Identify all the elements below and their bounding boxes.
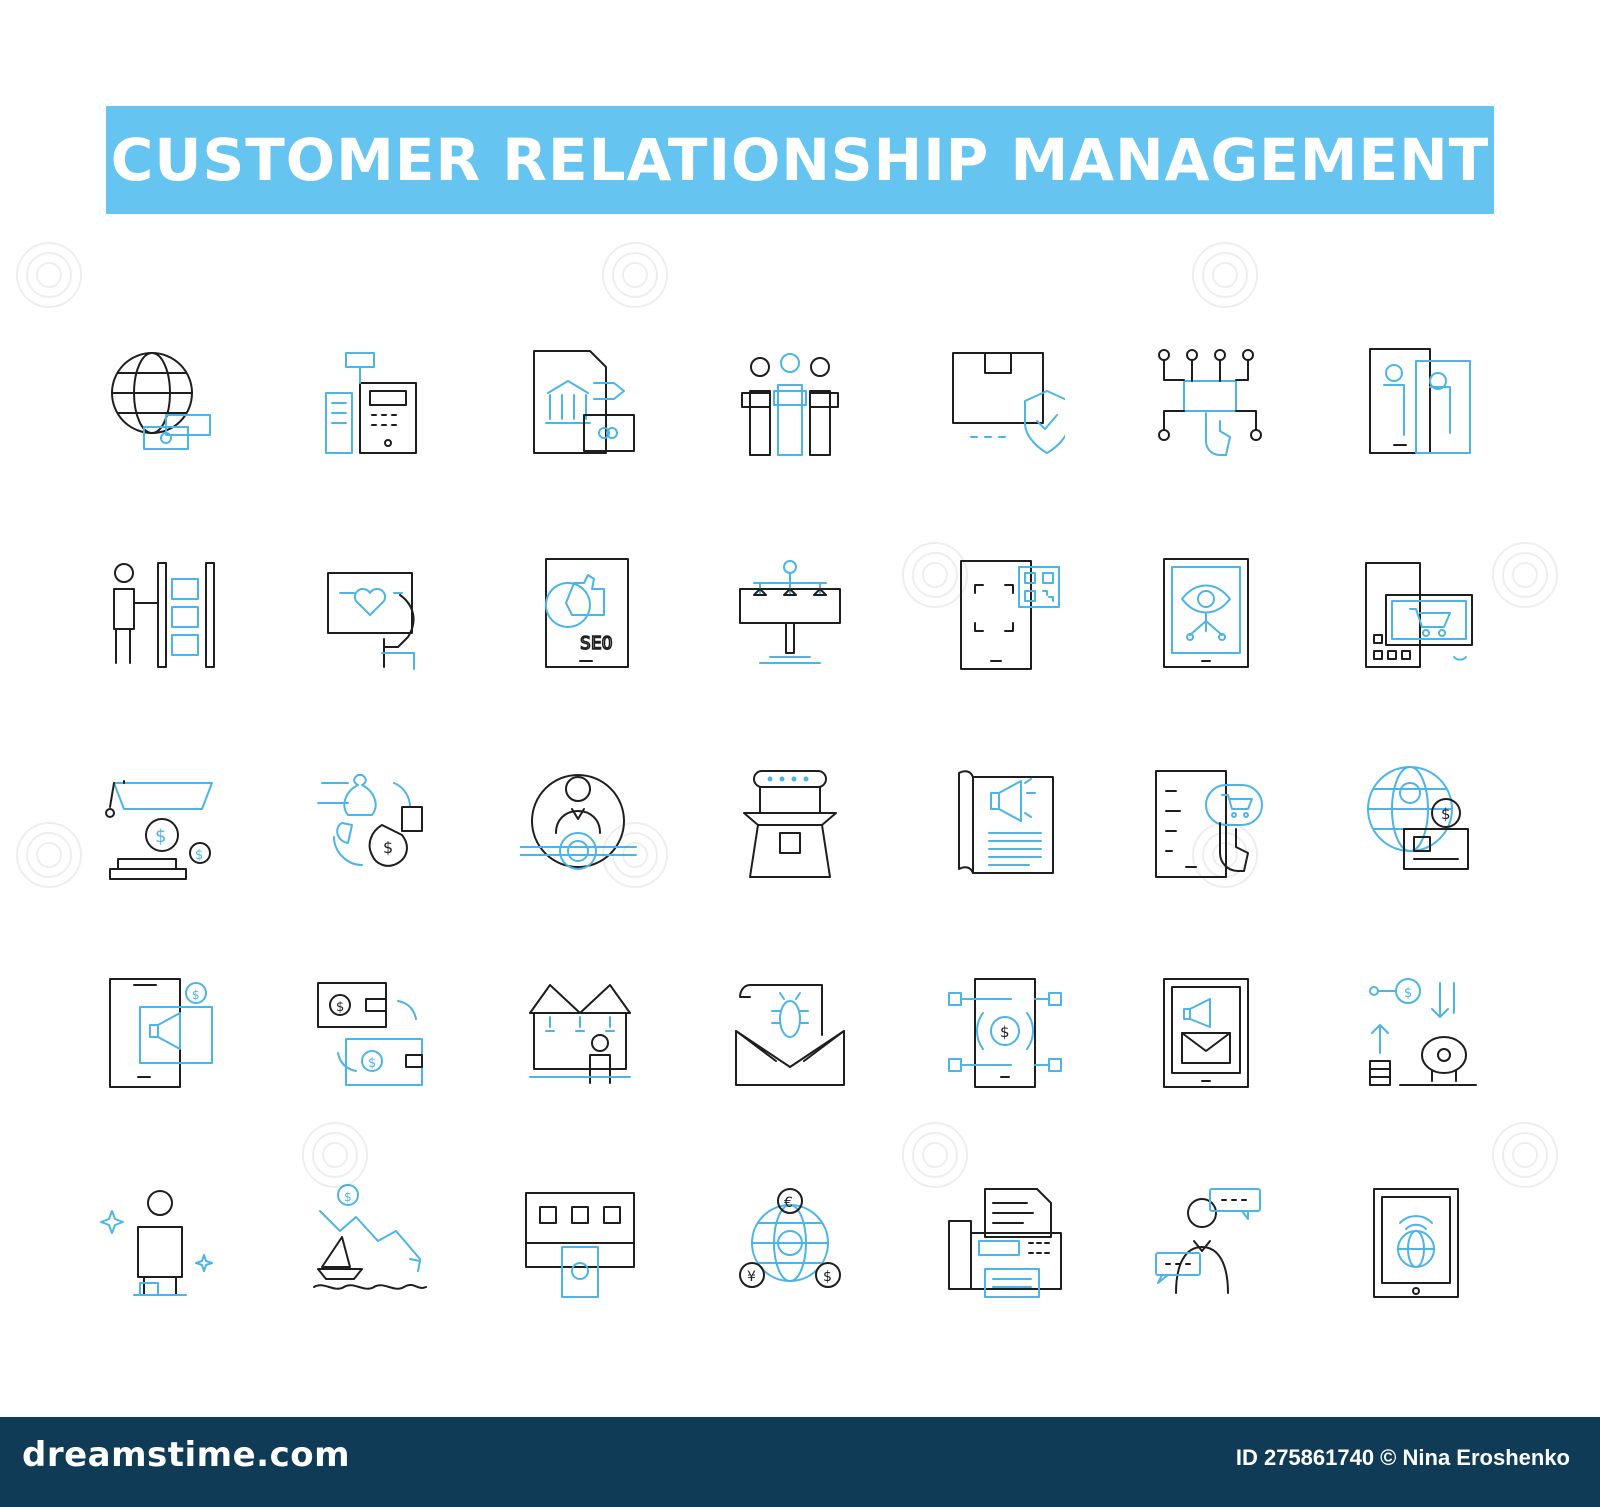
watermark-spiral-icon	[1490, 540, 1560, 610]
watermark-spiral-icon	[900, 540, 970, 610]
businessman-target-icon	[520, 763, 640, 883]
globe-money-icon	[100, 343, 220, 463]
watermark-spiral-icon	[1190, 240, 1260, 310]
team-workers-icon	[730, 343, 850, 463]
boat-falling-chart-icon: $	[310, 1183, 430, 1303]
page-title: CUSTOMER RELATIONSHIP MANAGEMENT	[110, 126, 1490, 194]
globe-dollar-card-icon: $	[1360, 763, 1480, 883]
footer-bar: dreamstime.com ID 275861740 © Nina Erosh…	[0, 1417, 1600, 1507]
megaphone-document-icon	[945, 763, 1065, 883]
mobile-people-icon	[1360, 343, 1480, 463]
watermark-spiral-icon	[14, 820, 84, 890]
svg-text:$: $	[344, 1190, 352, 1204]
phone-cart-touch-icon	[1150, 763, 1270, 883]
monitor-cash-icon	[520, 1183, 640, 1303]
watermark-spiral-icon	[600, 240, 670, 310]
coins-piggy-bank-icon: $	[1360, 973, 1480, 1093]
card-touch-network-icon	[1150, 343, 1270, 463]
icon-grid: SEO$$$$$$$$$$€¥$	[14, 240, 1560, 1303]
person-sparkle-icon	[100, 1183, 220, 1303]
watermark-spiral-icon	[14, 240, 84, 310]
svg-text:$: $	[368, 1056, 376, 1071]
wallet-transfer-icon: $$	[310, 973, 430, 1093]
seo-tablet-icon: SEO	[520, 553, 640, 673]
cash-register-icon	[310, 343, 430, 463]
watermark-spiral-icon	[900, 1120, 970, 1190]
person-chat-icon	[1150, 1183, 1270, 1303]
image-credit: ID 275861740 © Nina Eroshenko	[1235, 1445, 1570, 1470]
svg-text:¥: ¥	[747, 1269, 756, 1285]
svg-text:$: $	[1000, 1023, 1010, 1041]
svg-text:$: $	[155, 826, 166, 847]
heart-card-hand-icon	[310, 553, 430, 673]
qr-code-phone-icon	[945, 553, 1065, 673]
phone-megaphone-icon: $	[100, 973, 220, 1093]
svg-text:$: $	[195, 848, 203, 863]
svg-text:€: €	[784, 1195, 793, 1211]
watermark-spiral-icon	[600, 820, 670, 890]
svg-text:$: $	[823, 1269, 832, 1285]
tablet-megaphone-mail-icon	[1150, 973, 1270, 1093]
billboard-lights-icon	[730, 553, 850, 673]
warehouse-worker-icon	[100, 553, 220, 673]
graduation-cap-coins-icon: $$	[100, 763, 220, 883]
svg-text:$: $	[383, 838, 393, 857]
bug-envelope-icon	[730, 973, 850, 1093]
tablet-globe-icon	[1360, 1183, 1480, 1303]
phone-dollar-network-icon: $	[945, 973, 1065, 1093]
stage-presenter-icon	[520, 973, 640, 1093]
svg-text:$: $	[1441, 805, 1451, 823]
kiosk-stand-icon	[730, 763, 850, 883]
svg-text:$: $	[336, 1000, 344, 1015]
watermark-spiral-icon	[1190, 820, 1260, 890]
svg-text:SEO: SEO	[580, 633, 613, 654]
package-shield-icon	[945, 343, 1065, 463]
currency-globe-icon: € ¥ $	[730, 1183, 850, 1303]
bank-document-transfer-icon	[520, 343, 640, 463]
fax-machine-icon	[945, 1183, 1065, 1303]
eye-tablet-network-icon	[1150, 553, 1270, 673]
title-banner: CUSTOMER RELATIONSHIP MANAGEMENT	[106, 106, 1494, 214]
dreamstime-logo: dreamstime.com	[22, 1435, 351, 1475]
money-bag-exchange-icon: $	[310, 763, 430, 883]
phone-shopping-cart-icon	[1360, 553, 1480, 673]
watermark-spiral-icon	[1490, 1120, 1560, 1190]
svg-text:$: $	[192, 988, 200, 1002]
svg-text:$: $	[1404, 986, 1412, 1001]
watermark-spiral-icon	[300, 1120, 370, 1190]
